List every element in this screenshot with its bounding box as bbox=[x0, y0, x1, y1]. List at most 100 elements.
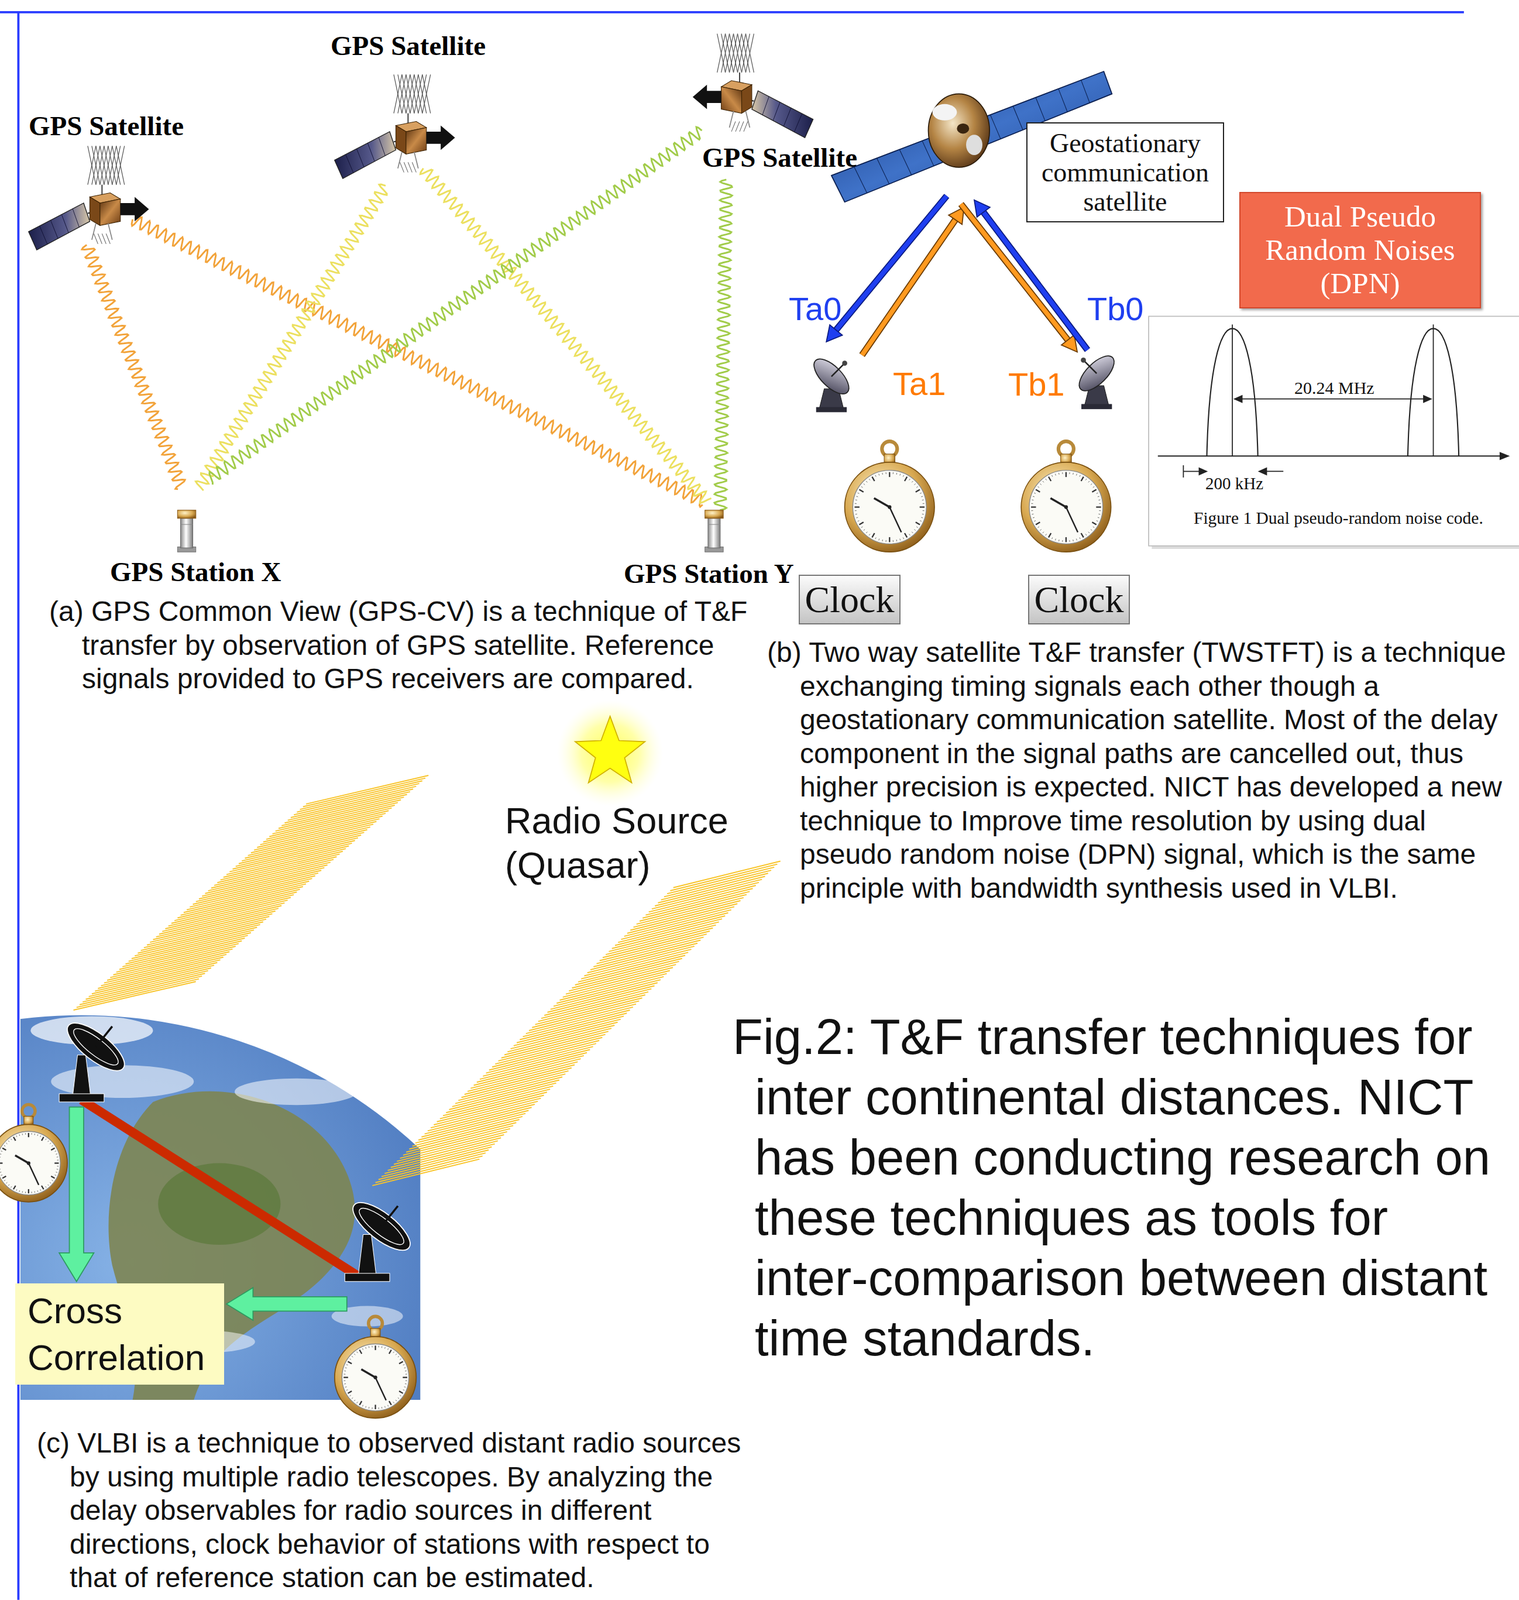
mesh-wire bbox=[112, 145, 121, 185]
watch-tick bbox=[858, 489, 864, 493]
watch-tick bbox=[4, 1145, 6, 1147]
panel-grid bbox=[783, 107, 792, 126]
watch-tick bbox=[902, 475, 904, 477]
mesh-wire bbox=[95, 145, 105, 185]
solar-panel bbox=[334, 131, 397, 179]
watch-tick bbox=[34, 1133, 36, 1136]
watch-tick bbox=[854, 510, 857, 511]
watch-tick bbox=[915, 489, 920, 493]
watch-tick bbox=[1031, 503, 1033, 504]
mesh-wire bbox=[737, 33, 747, 73]
watch-tick bbox=[371, 1345, 373, 1348]
watch-pin bbox=[26, 1160, 31, 1165]
watch-tick bbox=[359, 1349, 362, 1354]
watch-tick bbox=[347, 1361, 352, 1364]
panel-grid bbox=[1012, 105, 1023, 130]
watch-tick bbox=[10, 1186, 12, 1188]
watch-tick bbox=[1032, 517, 1035, 519]
watch-tick bbox=[1035, 489, 1040, 493]
watch-tick bbox=[404, 1366, 407, 1369]
watch-tick bbox=[403, 1389, 405, 1391]
watch-tick bbox=[1079, 537, 1081, 539]
watch-tick bbox=[57, 1165, 60, 1167]
signal-wave bbox=[195, 184, 387, 491]
watch-hand bbox=[28, 1163, 39, 1185]
mesh-wire bbox=[422, 74, 431, 113]
watch-tick bbox=[343, 1380, 346, 1381]
watch-tick bbox=[1097, 517, 1100, 519]
watch-tick bbox=[865, 480, 868, 483]
watch-tick bbox=[381, 1406, 383, 1409]
earth-station-dish bbox=[808, 353, 855, 412]
wavefront bbox=[378, 1152, 486, 1180]
uplink-arrow-outline bbox=[861, 219, 955, 355]
watch-tick bbox=[1085, 533, 1087, 535]
watch-tick bbox=[1045, 533, 1047, 535]
mesh-wire bbox=[406, 74, 415, 113]
illustration bbox=[0, 12, 1519, 1600]
dimension-line bbox=[1240, 398, 1426, 400]
watch-face bbox=[341, 1343, 409, 1411]
watch-hand bbox=[15, 1155, 29, 1163]
telescope-base bbox=[344, 1273, 390, 1282]
watch-tick bbox=[919, 520, 922, 522]
watch-tick bbox=[402, 1376, 408, 1378]
watch-tick bbox=[1069, 472, 1070, 474]
mesh-wire bbox=[741, 33, 750, 73]
pocket-watch bbox=[1021, 441, 1111, 552]
node-text: Geostationary communication satellite bbox=[1033, 128, 1218, 217]
watch-tick bbox=[405, 1380, 408, 1381]
mesh-wire bbox=[397, 74, 407, 113]
panel-grid bbox=[794, 113, 802, 132]
gps-station bbox=[705, 510, 724, 552]
watch-tick bbox=[25, 1132, 26, 1135]
mesh-wire bbox=[93, 233, 98, 244]
watch-tick bbox=[399, 1358, 401, 1360]
watch-tick bbox=[1091, 521, 1096, 525]
watch-tick bbox=[345, 1386, 347, 1388]
watch-tick bbox=[1098, 513, 1101, 515]
watch-tick bbox=[855, 513, 858, 515]
dish-base bbox=[1081, 403, 1112, 410]
mesh-wire bbox=[104, 145, 113, 185]
watch-case bbox=[1021, 462, 1111, 552]
mesh-wire bbox=[418, 74, 427, 113]
dish-feed-horn bbox=[1080, 357, 1087, 363]
downlink-arrow-outline bbox=[960, 204, 1068, 340]
station-ring bbox=[180, 524, 194, 525]
watch-tick bbox=[1079, 475, 1081, 477]
watch-tick bbox=[365, 1346, 367, 1349]
watch-tick bbox=[345, 1366, 347, 1369]
telescope-dish-rim bbox=[354, 1203, 408, 1250]
watch-tick bbox=[1072, 472, 1074, 475]
watch-tick bbox=[2, 1148, 6, 1151]
watch-tick bbox=[344, 1370, 346, 1372]
watch-tick bbox=[1031, 513, 1034, 515]
mesh-wire bbox=[401, 74, 411, 113]
downlink-arrow-head bbox=[974, 200, 991, 218]
satellite-body bbox=[928, 93, 991, 168]
watch-tick bbox=[31, 1191, 32, 1194]
watch-tick bbox=[1098, 510, 1101, 511]
watch-tick bbox=[365, 1406, 367, 1408]
satellite-body-side bbox=[89, 196, 100, 226]
watch-tick bbox=[916, 526, 918, 528]
mesh-wire bbox=[406, 74, 415, 113]
watch-tick bbox=[1033, 492, 1036, 494]
radio-telescope bbox=[344, 1194, 417, 1282]
mesh-wire bbox=[411, 162, 417, 173]
watch-tick bbox=[920, 496, 923, 498]
wavefront bbox=[79, 975, 202, 1005]
clock-label-box: Clock bbox=[798, 574, 901, 625]
watch-tick bbox=[8, 1184, 10, 1186]
watch-tick bbox=[356, 1401, 359, 1403]
watch-tick bbox=[902, 537, 904, 539]
signal-time-label: Tb0 bbox=[1087, 289, 1144, 329]
watch-tick bbox=[1091, 489, 1096, 493]
watch-tick bbox=[399, 1390, 404, 1394]
mesh-wire bbox=[100, 145, 109, 185]
quasar-star bbox=[575, 716, 645, 783]
mesh-wire bbox=[745, 33, 754, 73]
satellite-label: GPS Satellite bbox=[28, 109, 184, 143]
